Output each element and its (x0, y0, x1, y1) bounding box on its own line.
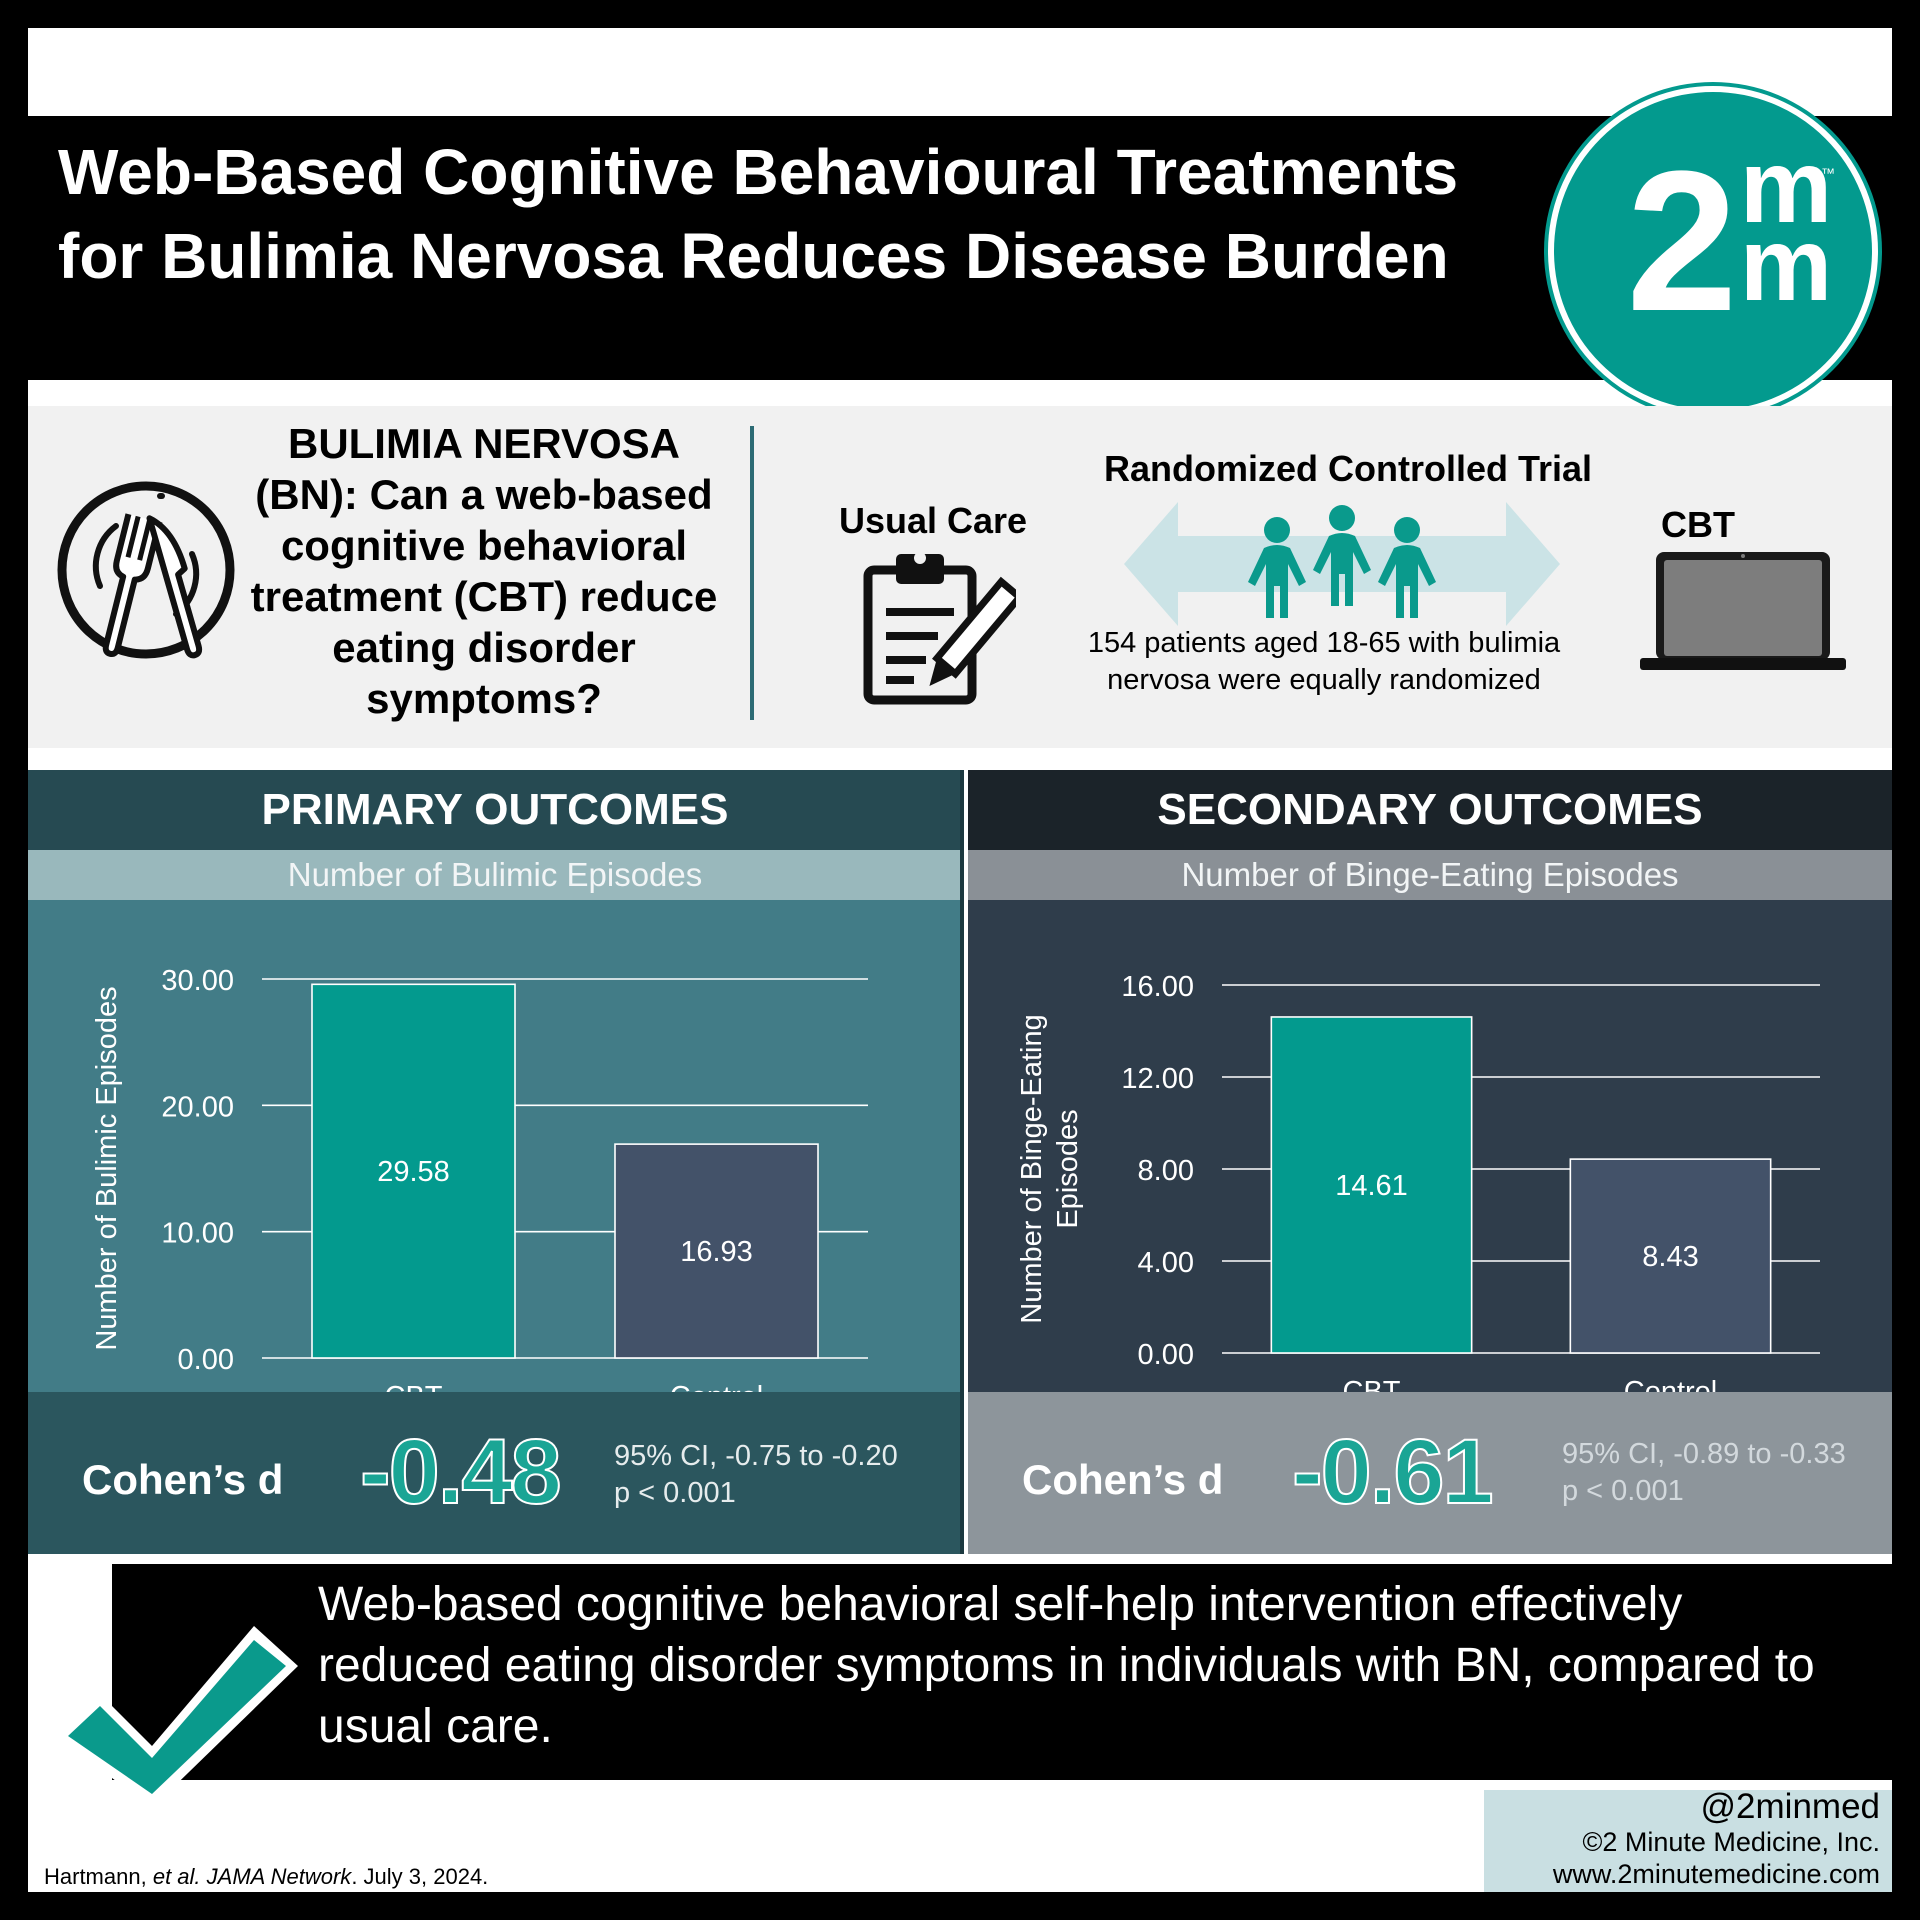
bar-value-label: 29.58 (377, 1156, 450, 1188)
y-tick-label: 20.00 (161, 1091, 234, 1123)
question-divider (750, 426, 754, 720)
y-tick-label: 8.00 (1138, 1155, 1194, 1187)
social-handle: @2minmed (1700, 1787, 1880, 1826)
bar-value-label: 14.61 (1335, 1170, 1408, 1202)
secondary-ci: 95% CI, -0.89 to -0.33 (1562, 1438, 1846, 1470)
primary-effect-size-band (28, 1392, 962, 1554)
bar-value-label: 8.43 (1642, 1241, 1698, 1273)
y-tick-label: 0.00 (1138, 1339, 1194, 1371)
secondary-cohen-label: Cohen’s d (1022, 1456, 1224, 1503)
patient-figures (1248, 505, 1436, 618)
primary-ci: 95% CI, -0.75 to -0.20 (614, 1440, 898, 1472)
primary-p-value: p < 0.001 (614, 1477, 736, 1509)
y-tick-label: 12.00 (1121, 1063, 1194, 1095)
bar-value-label: 16.93 (680, 1236, 753, 1268)
primary-cohen-value: -0.48 (359, 1421, 563, 1523)
primary-cohen-label: Cohen’s d (82, 1456, 284, 1503)
citation-date: . July 3, 2024. (351, 1864, 489, 1889)
y-axis-label: Number of Bulimic Episodes (91, 986, 123, 1350)
x-tick-label: CBT (1343, 1376, 1401, 1392)
bar-cbt (1270, 1016, 1473, 1354)
trial-label: Randomized Controlled Trial (1103, 448, 1593, 489)
citation-etal: et al. (152, 1864, 201, 1889)
citation-authors: Hartmann, (44, 1864, 153, 1889)
bar-control (1569, 1158, 1772, 1354)
cbt-label: CBT (1661, 504, 1735, 545)
2minutemedicine-logo: 2 m m ™ (1548, 86, 1878, 416)
y-tick-label: 0.00 (178, 1344, 234, 1376)
y-tick-label: 30.00 (161, 965, 234, 997)
y-axis-label-line: Number of Bulimic Episodes (91, 986, 123, 1350)
primary-outcomes-heading: PRIMARY OUTCOMES (28, 770, 962, 850)
y-axis-label-line: Episodes (1052, 1109, 1084, 1228)
study-band (28, 406, 1892, 748)
bar-cbt (311, 983, 516, 1359)
credit-box (1484, 1790, 1892, 1892)
y-tick-label: 4.00 (1138, 1247, 1194, 1279)
y-tick-label: 10.00 (161, 1218, 234, 1250)
secondary-outcomes-heading: SECONDARY OUTCOMES (968, 770, 1892, 850)
patients-note: 154 patients aged 18-65 with bulimia ner… (1087, 627, 1561, 696)
checkmark-icon (56, 1626, 298, 1808)
conclusion-text: Web-based cognitive behavioral self-help… (318, 1578, 1815, 1753)
logo-tm: ™ (1821, 165, 1835, 181)
clipboard-pen-icon (863, 552, 1016, 705)
patients-icon (1124, 502, 1560, 626)
plate-fork-knife-icon (57, 481, 235, 659)
infographic-canvas: Web-Based Cognitive Behavioural Treatmen… (28, 28, 1892, 1892)
citation: Hartmann, et al. JAMA Network. July 3, 2… (44, 1864, 488, 1890)
conclusion-band (112, 1564, 1892, 1780)
copyright: ©2 Minute Medicine, Inc. (1582, 1827, 1880, 1857)
secondary-effect-size-band (968, 1392, 1892, 1554)
y-tick-label: 16.00 (1121, 971, 1194, 1003)
logo-main: 2 (1626, 130, 1737, 353)
x-tick-label: CBT (385, 1381, 443, 1392)
x-tick-label: Control (1624, 1376, 1718, 1392)
logo-top: m (1740, 129, 1832, 245)
citation-journal: JAMA Network (206, 1864, 352, 1889)
primary-outcomes-subheading: Number of Bulimic Episodes (28, 850, 962, 900)
laptop-icon (1640, 552, 1846, 670)
logo-bottom: m (1740, 207, 1832, 323)
study-question: BULIMIA NERVOSA (BN): Can a web-based co… (250, 420, 718, 722)
bar-control (614, 1143, 819, 1359)
secondary-p-value: p < 0.001 (1562, 1475, 1684, 1507)
page-title: Web-Based Cognitive Behavioural Treatmen… (58, 136, 1459, 292)
panel-separator (960, 770, 964, 1554)
y-axis-label-line: Number of Binge-Eating (1016, 1014, 1048, 1324)
x-tick-label: Control (670, 1381, 764, 1392)
secondary-outcomes-subheading: Number of Binge-Eating Episodes (968, 850, 1892, 900)
usual-care-label: Usual Care (838, 500, 1028, 541)
logo-mark: 2 m m ™ (1626, 129, 1835, 353)
secondary-cohen-value: -0.61 (1291, 1421, 1495, 1523)
website-link[interactable]: www.2minutemedicine.com (1552, 1859, 1880, 1889)
